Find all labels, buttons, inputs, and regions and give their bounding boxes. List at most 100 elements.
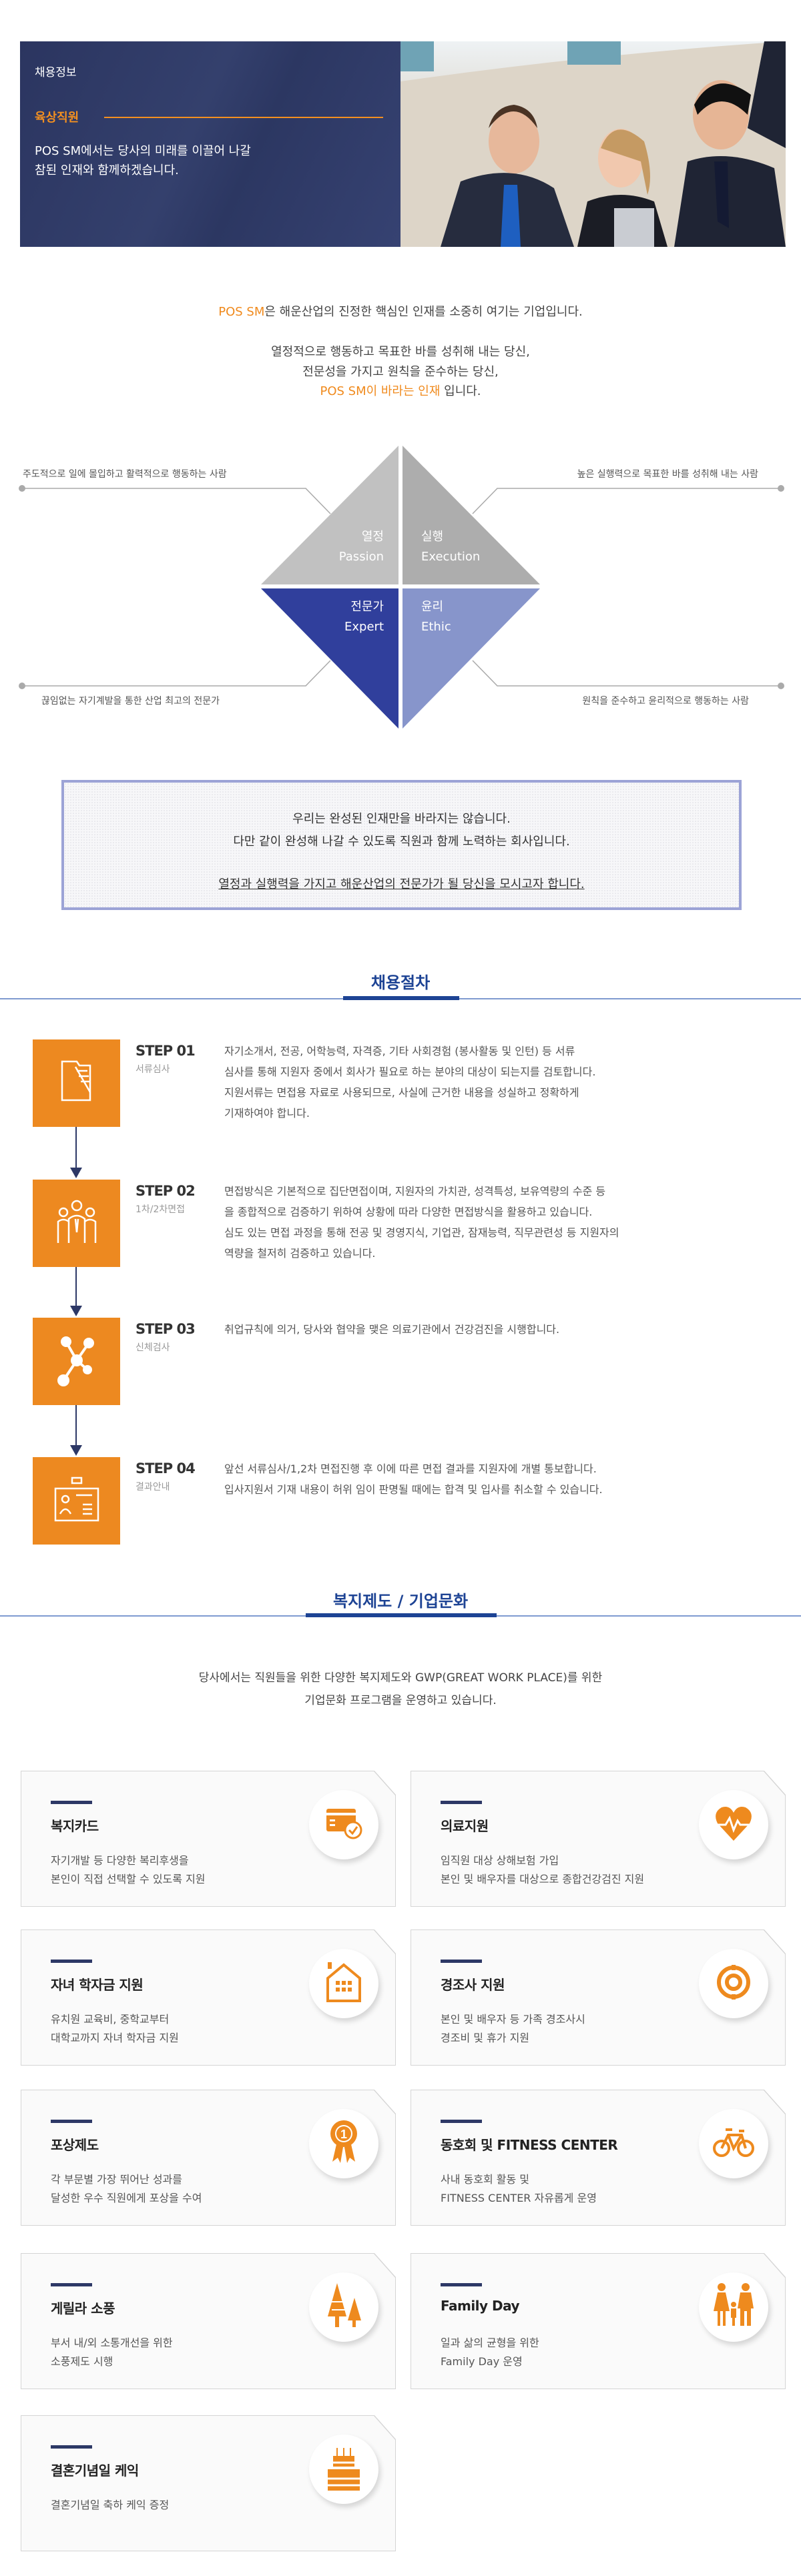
step-number: STEP 03 <box>136 1321 196 1337</box>
value-ko: 열정 <box>361 530 384 544</box>
card-title: 경조사 지원 <box>441 1977 505 1993</box>
card-check-icon <box>324 1805 364 1845</box>
connector-dot <box>778 683 784 689</box>
value-en: Expert <box>344 620 384 634</box>
welfare-intro: 기업문화 프로그램을 운영하고 있습니다. <box>304 1694 497 1707</box>
connector-line <box>22 660 331 687</box>
step-connector <box>75 1405 77 1446</box>
step-subtitle: 서류심사 <box>136 1064 170 1075</box>
card-desc-line: 본인 및 배우자를 대상으로 종합건강검진 지원 <box>441 1873 645 1885</box>
step-connector <box>75 1267 77 1307</box>
school-icon <box>325 1961 362 2006</box>
card-icon-circle <box>309 2435 378 2504</box>
banner-category: 채용정보 <box>35 66 77 79</box>
connector-line <box>22 488 331 514</box>
card-accent-bar <box>441 2283 482 2286</box>
value-ko: 윤리 <box>421 600 444 614</box>
card-icon-circle <box>699 2272 768 2342</box>
message-box: 우리는 완성된 인재만을 바라지는 않습니다. 다만 같이 완성해 나갈 수 있… <box>61 780 742 910</box>
passion-segment <box>261 446 398 584</box>
welfare-card: 동호회 및 FITNESS CENTER 사내 동호회 활동 및 FITNESS … <box>411 2090 786 2226</box>
card-title: 의료지원 <box>441 1818 489 1834</box>
step-description: 자기소개서, 전공, 어학능력, 자격증, 기타 사회경험 (봉사활동 및 인턴… <box>224 1041 595 1124</box>
card-title: 복지카드 <box>51 1818 99 1834</box>
arrow-down-icon <box>70 1168 82 1178</box>
card-title: Family Day <box>441 2298 520 2314</box>
connector-line <box>472 488 781 514</box>
card-accent-bar <box>51 2445 92 2449</box>
step-number: STEP 04 <box>136 1460 196 1476</box>
bicycle-icon <box>712 2126 755 2162</box>
passion-desc: 주도적으로 일에 몰입하고 활력적으로 행동하는 사람 <box>23 469 227 480</box>
connector-dot <box>19 683 25 689</box>
value-en: Ethic <box>421 620 451 634</box>
step-desc-line: 역량을 철저히 검증하고 있습니다. <box>224 1247 376 1260</box>
people-icon <box>55 1199 98 1248</box>
step-icon-box <box>33 1318 120 1405</box>
execution-desc: 높은 실행력으로 목표한 바를 성취해 내는 사람 <box>577 469 758 480</box>
step-subtitle: 신체검사 <box>136 1342 170 1353</box>
value-ko: 전문가 <box>350 600 384 614</box>
card-desc-line: 달성한 우수 직원에게 포상을 수여 <box>51 2192 202 2204</box>
value-en: Execution <box>421 550 481 564</box>
execution-segment <box>403 446 540 584</box>
intro-line: 전문성을 가지고 원칙을 준수하는 당신, <box>302 365 499 379</box>
arrow-down-icon <box>70 1445 82 1456</box>
welfare-card: 결혼기념일 케익 결혼기념일 축하 케익 증정 <box>21 2415 396 2551</box>
folder-icon <box>57 1059 97 1108</box>
trees-icon <box>322 2282 365 2332</box>
step-description: 취업규칙에 의거, 당사와 협약을 맺은 의료기관에서 건강검진을 시행합니다. <box>224 1319 559 1340</box>
card-icon-circle <box>699 2109 768 2178</box>
card-desc-line: 각 부문별 가장 뛰어난 성과를 <box>51 2173 182 2186</box>
step-connector <box>75 1127 77 1169</box>
flower-icon <box>714 1961 754 2006</box>
ethic-segment <box>403 588 540 729</box>
message-highlight: 열정과 실행력을 가지고 해운산업의 전문가가 될 당신을 모시고자 합니다. <box>218 877 585 891</box>
step-desc-line: 지원서류는 면접용 자료로 사용되므로, 사실에 근거한 내용을 성실하고 정확… <box>224 1086 579 1099</box>
card-icon-circle <box>699 1790 768 1859</box>
expert-label: 전문가 Expert <box>344 597 384 637</box>
welfare-intro: 당사에서는 직원들을 위한 다양한 복지제도와 GWP(GREAT WORK P… <box>198 1671 603 1685</box>
card-title: 포상제도 <box>51 2137 99 2153</box>
card-desc-line: 결혼기념일 축하 케익 증정 <box>51 2499 170 2511</box>
step-subtitle: 1차/2차면접 <box>136 1204 186 1215</box>
card-title: 동호회 및 FITNESS CENTER <box>441 2137 618 2153</box>
title-underline <box>306 1613 497 1617</box>
brand-ideal: POS SM이 바라는 인재 <box>320 384 441 398</box>
card-desc-line: FITNESS CENTER 자유롭게 운영 <box>441 2192 597 2204</box>
intro-line: 열정적으로 행동하고 목표한 바를 성취해 내는 당신, <box>271 345 530 359</box>
step-number: STEP 02 <box>136 1183 196 1199</box>
step-description: 면접방식은 기본적으로 집단면접이며, 지원자의 가치관, 성격특성, 보유역량… <box>224 1181 619 1264</box>
card-desc-line: 사내 동호회 활동 및 <box>441 2173 530 2186</box>
step-desc-line: 앞선 서류심사/1,2차 면접진행 후 이에 따른 면접 결과를 지원자에 개별… <box>224 1462 597 1475</box>
brand-name: POS SM <box>218 305 265 319</box>
step-icon-box <box>33 1457 120 1545</box>
step-desc-line: 취업규칙에 의거, 당사와 협약을 맺은 의료기관에서 건강검진을 시행합니다. <box>224 1323 560 1336</box>
card-desc-line: 대학교까지 자녀 학자금 지원 <box>51 2032 179 2044</box>
step-desc-line: 기재하여야 합니다. <box>224 1107 310 1120</box>
value-en: Passion <box>338 550 384 564</box>
arrow-down-icon <box>70 1306 82 1316</box>
card-accent-bar <box>51 1960 92 1963</box>
card-desc-line: 부서 내/외 소통개선을 위한 <box>51 2336 173 2349</box>
step-desc-line: 면접방식은 기본적으로 집단면접이며, 지원자의 가치관, 성격특성, 보유역량… <box>224 1185 606 1198</box>
intro-line: POS SM은 해운산업의 진정한 핵심인 인재를 소중히 여기는 기업입니다. <box>0 302 801 320</box>
card-title: 결혼기념일 케익 <box>51 2463 139 2479</box>
svg-text:1: 1 <box>340 2128 347 2141</box>
passion-label: 열정 Passion <box>339 527 384 567</box>
banner-panel: 채용정보 육상직원 POS SM에서는 당사의 미래를 이끌어 나갈 참된 인재… <box>20 41 400 247</box>
message-line: 다만 같이 완성해 나갈 수 있도록 직원과 함께 노력하는 회사입니다. <box>233 835 570 849</box>
banner-divider <box>104 117 383 118</box>
intro-text: 은 해운산업의 진정한 핵심인 인재를 소중히 여기는 기업입니다. <box>264 305 583 319</box>
banner-title: 육상직원 <box>35 111 79 125</box>
id-card-icon <box>53 1476 100 1526</box>
step-desc-line: 입사지원서 기재 내용이 허위 임이 판명될 때에는 합격 및 입사를 취소할 … <box>224 1483 603 1496</box>
step-desc-line: 심도 있는 면접 과정을 통해 전공 및 경영지식, 기업관, 잠재능력, 직무… <box>224 1226 619 1239</box>
intro-line: POS SM이 바라는 인재 입니다. <box>0 382 801 399</box>
